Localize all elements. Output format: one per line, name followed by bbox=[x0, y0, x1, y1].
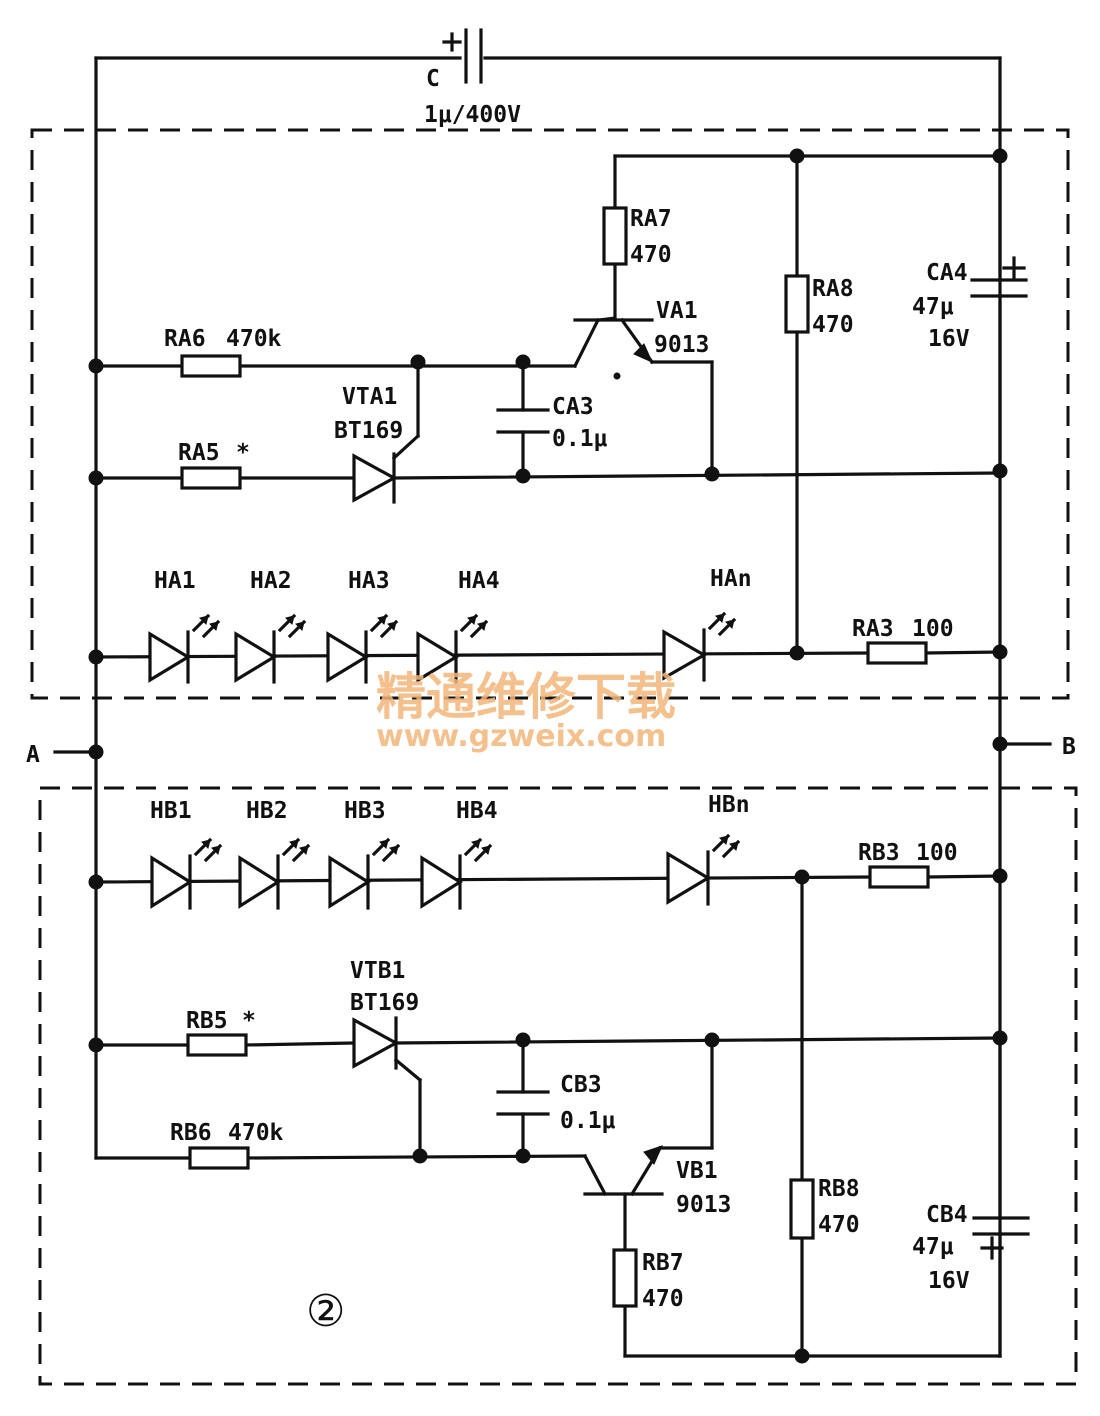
vtb1-name: VTB1 bbox=[350, 958, 405, 984]
resistor-rb3: RB3 100 bbox=[858, 840, 958, 889]
top-module-boundary bbox=[30, 128, 1070, 700]
led-ha1: HA1 bbox=[148, 568, 220, 684]
rb3-name: RB3 bbox=[858, 840, 900, 866]
led-ha3: HA3 bbox=[326, 568, 398, 684]
va1-name: VA1 bbox=[656, 298, 698, 324]
led-ha2: HA2 bbox=[234, 568, 306, 684]
vtb1-model: BT169 bbox=[350, 990, 419, 1016]
ca4-value: 47μ bbox=[912, 294, 954, 320]
capacitor-cb4: CB4 47μ 16V bbox=[912, 1202, 1030, 1358]
cb4-name: CB4 bbox=[926, 1202, 968, 1228]
terminal-a: A bbox=[26, 742, 40, 768]
cb3-name: CB3 bbox=[560, 1072, 602, 1098]
resistor-rb7: RB7 470 bbox=[612, 1248, 684, 1312]
resistor-ra8: RA8 470 bbox=[784, 274, 854, 338]
scr-vta1: VTA1 BT169 bbox=[334, 384, 403, 504]
ra8-value: 470 bbox=[812, 312, 854, 338]
ra3-name: RA3 bbox=[852, 616, 894, 642]
hb2-label: HB2 bbox=[246, 798, 288, 824]
watermark-url: www.gzweix.com bbox=[376, 719, 666, 754]
resistor-rb5: RB5 * bbox=[186, 1008, 256, 1057]
resistor-ra5: RA5 * bbox=[178, 440, 250, 490]
led-han: HAn bbox=[662, 566, 752, 682]
rb8-name: RB8 bbox=[818, 1176, 860, 1202]
ca4-voltage: 16V bbox=[928, 326, 970, 352]
led-hb4: HB4 bbox=[420, 798, 498, 910]
ra3-value: 100 bbox=[912, 616, 954, 642]
capacitor-ca3: CA3 0.1μ bbox=[496, 394, 608, 452]
resistor-ra6: RA6 470k bbox=[164, 326, 282, 378]
han-label: HAn bbox=[710, 566, 752, 592]
capacitor-ca4: CA4 47μ 16V bbox=[912, 256, 1028, 475]
rb6-name: RB6 bbox=[170, 1120, 212, 1146]
ra8-name: RA8 bbox=[812, 276, 854, 302]
ra7-value: 470 bbox=[630, 242, 672, 268]
vta1-model: BT169 bbox=[334, 418, 403, 444]
transistor-vb1: VB1 9013 bbox=[582, 1145, 731, 1218]
cb4-voltage: 16V bbox=[928, 1268, 970, 1294]
ra7-name: RA7 bbox=[630, 206, 672, 232]
resistor-rb8: RB8 470 bbox=[789, 1176, 860, 1240]
ra5-name: RA5 bbox=[178, 440, 220, 466]
ca4-name: CA4 bbox=[926, 260, 968, 286]
led-hbn: HBn bbox=[666, 792, 750, 906]
cb4-value: 47μ bbox=[912, 1234, 954, 1260]
ra6-value: 470k bbox=[226, 326, 282, 352]
rb8-value: 470 bbox=[818, 1212, 860, 1238]
transistor-va1: VA1 9013 bbox=[572, 298, 709, 380]
vta1-name: VTA1 bbox=[342, 384, 397, 410]
terminal-b: B bbox=[1062, 734, 1076, 760]
ha3-label: HA3 bbox=[348, 568, 390, 594]
top-junctions bbox=[88, 148, 1008, 760]
resistor-rb6: RB6 470k bbox=[170, 1120, 284, 1170]
hb1-label: HB1 bbox=[150, 798, 192, 824]
hbn-label: HBn bbox=[708, 792, 750, 818]
ca3-value: 0.1μ bbox=[552, 426, 608, 452]
resistor-ra7: RA7 470 bbox=[602, 206, 672, 268]
ha2-label: HA2 bbox=[250, 568, 292, 594]
cap-c-name: C bbox=[426, 66, 440, 92]
hb4-label: HB4 bbox=[456, 798, 498, 824]
ra6-name: RA6 bbox=[164, 326, 206, 352]
led-ha4: HA4 bbox=[416, 568, 500, 684]
hb3-label: HB3 bbox=[344, 798, 386, 824]
ra5-value: * bbox=[236, 440, 250, 466]
resistor-ra3: RA3 100 bbox=[852, 616, 954, 665]
capacitor-c: C 1μ/400V bbox=[424, 28, 521, 128]
bottom-junctions bbox=[88, 868, 1008, 1364]
rb3-value: 100 bbox=[916, 840, 958, 866]
led-hb1: HB1 bbox=[150, 798, 222, 910]
bottom-module-wires bbox=[94, 874, 1002, 1358]
rb7-value: 470 bbox=[642, 1286, 684, 1312]
rb6-value: 470k bbox=[228, 1120, 284, 1146]
watermark-cn: 精通维修下载 bbox=[376, 668, 676, 726]
rb7-name: RB7 bbox=[642, 1250, 684, 1276]
bottom-module-boundary bbox=[38, 786, 1078, 1386]
rb5-value: * bbox=[242, 1008, 256, 1034]
led-hb2: HB2 bbox=[238, 798, 310, 910]
vb1-model: 9013 bbox=[676, 1192, 731, 1218]
cap-c-value: 1μ/400V bbox=[424, 102, 521, 128]
scr-vtb1: VTB1 BT169 bbox=[350, 958, 419, 1070]
module-marker: ② bbox=[306, 1286, 345, 1337]
vb1-name: VB1 bbox=[676, 1158, 718, 1184]
va1-model: 9013 bbox=[654, 332, 709, 358]
capacitor-cb3: CB3 0.1μ bbox=[496, 1072, 616, 1134]
rb5-name: RB5 bbox=[186, 1008, 228, 1034]
cb3-value: 0.1μ bbox=[560, 1108, 616, 1134]
led-hb3: HB3 bbox=[328, 798, 400, 910]
ha4-label: HA4 bbox=[458, 568, 500, 594]
ca3-name: CA3 bbox=[552, 394, 594, 420]
ha1-label: HA1 bbox=[154, 568, 196, 594]
